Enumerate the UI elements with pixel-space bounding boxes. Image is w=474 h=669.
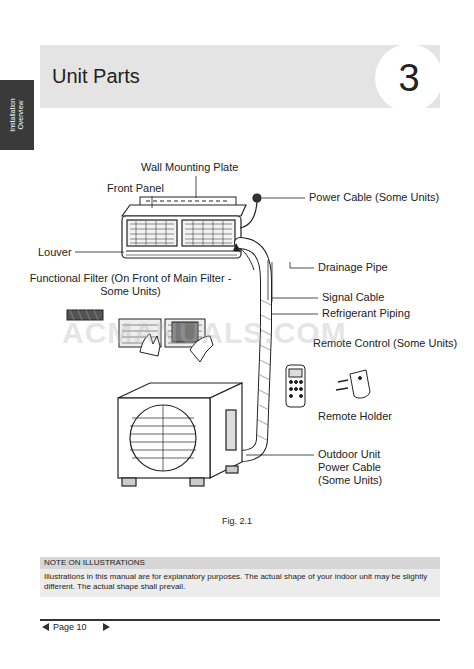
part-label: Drainage Pipe <box>318 261 388 274</box>
figure-caption: Fig. 2.1 <box>0 516 474 527</box>
outdoor-unit-part <box>122 478 136 486</box>
note-box: NOTE ON ILLUSTRATIONSIllustrations in th… <box>40 557 440 597</box>
piping-bundle-part <box>240 243 266 456</box>
outdoor-unit <box>118 383 242 486</box>
leader-lines-part <box>246 455 314 456</box>
footer-rule <box>40 619 440 631</box>
indoor-unit-part <box>136 221 223 245</box>
part-label: Front Panel <box>107 182 164 195</box>
remote-holder-part <box>350 370 370 398</box>
outdoor-unit-part <box>226 410 236 450</box>
part-label: Wall Mounting Plate <box>141 161 238 174</box>
remote-holder <box>336 370 370 398</box>
remote-control-part <box>286 365 305 407</box>
remote-control-part <box>290 395 293 398</box>
leader-lines-part <box>272 298 318 299</box>
note-heading: NOTE ON ILLUSTRATIONS <box>40 557 440 569</box>
remote-control-part <box>295 381 298 384</box>
outdoor-unit-part <box>210 383 242 478</box>
page-number: Page 10 <box>53 622 87 633</box>
remote-holder-part <box>359 377 362 380</box>
leader-lines-part <box>290 262 314 268</box>
piping-bundle-part <box>233 243 241 252</box>
remote-control-part <box>295 388 298 391</box>
outdoor-unit-part <box>190 478 204 486</box>
outdoor-unit-part <box>163 405 164 471</box>
piping-bundle-part <box>272 262 273 302</box>
leader-lines <box>75 176 318 455</box>
leader-lines-part <box>75 252 124 253</box>
footer-rule-part <box>42 623 49 631</box>
footer-rule-part <box>103 623 110 631</box>
remote-control-part <box>300 388 303 391</box>
chapter-circle: 3 <box>375 44 443 112</box>
part-label: Outdoor Unit Power Cable (Some Units) <box>318 448 398 487</box>
remote-control <box>286 365 305 407</box>
watermark: ACMANUALS.COM <box>62 316 347 350</box>
node-text: 3 <box>398 58 419 98</box>
indoor-unit <box>122 205 246 258</box>
remote-control-part <box>300 395 303 398</box>
wall-mounting-plate-part <box>146 201 230 202</box>
remote-control-part <box>300 381 303 384</box>
remote-control-part <box>289 369 302 377</box>
power-cable <box>240 194 261 228</box>
outdoor-unit-part <box>130 405 196 471</box>
leader-lines-part <box>262 198 305 199</box>
outdoor-unit-part <box>118 398 210 478</box>
indoor-unit-part <box>126 255 237 256</box>
part-label: Remote Holder <box>318 410 392 423</box>
part-label: Louver <box>38 246 72 259</box>
leader-lines-part <box>272 314 318 315</box>
node-text: Installation Overview <box>9 98 25 132</box>
leader-lines-part <box>196 176 197 198</box>
piping-bundle-part <box>240 243 266 456</box>
indoor-unit-part <box>122 216 241 258</box>
part-label: Power Cable (Some Units) <box>309 191 439 204</box>
remote-control-part <box>290 388 293 391</box>
indoor-unit-part <box>130 224 232 243</box>
page-title: Unit Parts <box>52 64 140 88</box>
outdoor-unit-part <box>226 466 238 473</box>
leader-lines-part <box>152 196 153 208</box>
indoor-unit-part <box>126 250 237 251</box>
remote-control-part <box>290 381 293 384</box>
piping-bundle-part <box>268 260 269 300</box>
power-cable-part <box>240 202 257 228</box>
footer-rule-part <box>40 619 440 621</box>
power-cable-part <box>253 194 261 202</box>
remote-holder-part <box>336 380 348 390</box>
node-body: Illustrations in this manual are for exp… <box>40 569 440 595</box>
indoor-unit-part <box>122 205 246 216</box>
part-label: Signal Cable <box>322 291 384 304</box>
side-tab: Installation Overview <box>0 80 34 150</box>
part-label: Functional Filter (On Front of Main Filt… <box>28 272 233 298</box>
